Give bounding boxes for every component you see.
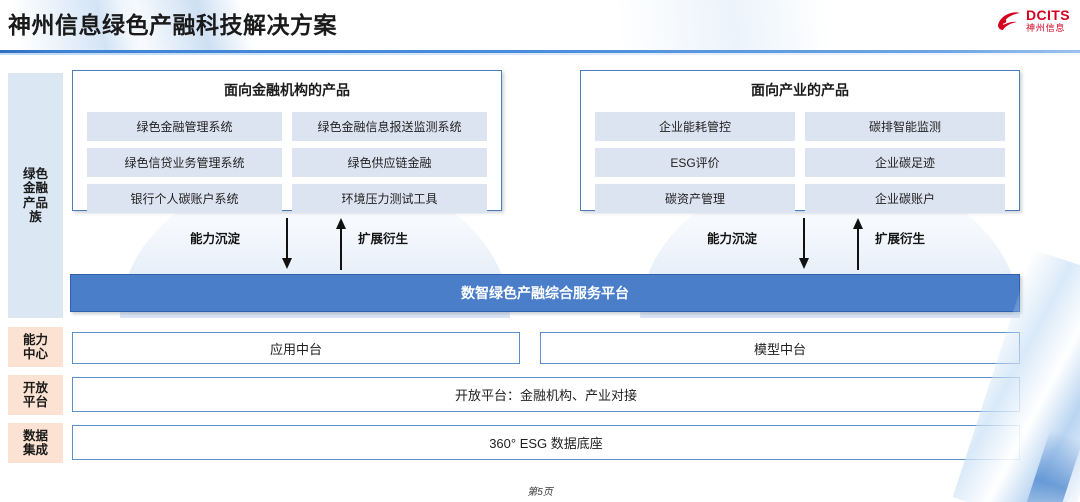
- model-middle-platform-box[interactable]: 模型中台: [540, 332, 1020, 364]
- row-label: 开放平台：金融机构、产业对接: [454, 388, 637, 403]
- sidebar-item-open-platform[interactable]: 开放 平台: [8, 375, 63, 415]
- panel-industry-products: 面向产业的产品 企业能耗管控 碳排智能监测 ESG评价 企业碳足迹 碳资产管理 …: [580, 70, 1020, 213]
- product-chip[interactable]: 环境压力测试工具: [292, 184, 487, 213]
- product-chip[interactable]: 企业能耗管控: [595, 112, 795, 141]
- sidebar-label-text: 能力 中心: [22, 332, 48, 361]
- swoosh-icon: [998, 11, 1020, 30]
- data-integration-box[interactable]: 360° ESG 数据底座: [72, 425, 1020, 460]
- product-chip[interactable]: 绿色供应链金融: [292, 148, 487, 177]
- row-label: 360° ESG 数据底座: [489, 436, 603, 451]
- application-middle-platform-box[interactable]: 应用中台: [72, 332, 520, 364]
- arrow-group-left: 能力沉淀 扩展衍生: [180, 218, 410, 270]
- panel-chip-grid: 企业能耗管控 碳排智能监测 ESG评价 企业碳足迹 碳资产管理 企业碳账户: [581, 100, 1019, 225]
- product-chip[interactable]: ESG评价: [595, 148, 795, 177]
- sidebar-item-data-integration[interactable]: 数据 集成: [8, 423, 63, 463]
- sidebar-item-capability-center[interactable]: 能力 中心: [8, 327, 63, 367]
- open-platform-box[interactable]: 开放平台：金融机构、产业对接: [72, 377, 1020, 412]
- header-band: [0, 0, 1080, 52]
- arrow-label-capability-precipitation: 能力沉淀: [190, 232, 241, 246]
- product-chip[interactable]: 企业碳足迹: [805, 148, 1005, 177]
- arrow-label-expansion-derivation: 扩展衍生: [875, 232, 926, 246]
- logo-text-cn: 神州信息: [1026, 23, 1066, 33]
- product-chip[interactable]: 企业碳账户: [805, 184, 1005, 213]
- arrow-up-icon: [336, 218, 346, 270]
- arrow-up-icon: [853, 218, 863, 270]
- sidebar-label-text: 数据 集成: [22, 428, 48, 457]
- page-title: 神州信息绿色产融科技解决方案: [8, 12, 337, 38]
- panel-title: 面向金融机构的产品: [224, 82, 350, 98]
- product-chip[interactable]: 绿色金融管理系统: [87, 112, 282, 141]
- arrow-label-expansion-derivation: 扩展衍生: [358, 232, 409, 246]
- header-swoosh-decor-3: [403, 0, 937, 52]
- product-chip[interactable]: 银行个人碳账户系统: [87, 184, 282, 213]
- dcits-logo: DCITS 神州信息: [996, 8, 1070, 33]
- logo-text-en: DCITS: [1026, 7, 1070, 23]
- product-chip[interactable]: 碳排智能监测: [805, 112, 1005, 141]
- platform-banner[interactable]: 数智绿色产融综合服务平台: [70, 274, 1020, 312]
- panel-financial-institution-products: 面向金融机构的产品 绿色金融管理系统 绿色金融信息报送监测系统 绿色信贷业务管理…: [72, 70, 502, 213]
- product-chip[interactable]: 绿色金融信息报送监测系统: [292, 112, 487, 141]
- row-label: 应用中台: [269, 341, 322, 357]
- page-number-footer: 第5页: [527, 487, 553, 498]
- row-label: 模型中台: [753, 341, 806, 357]
- platform-banner-label: 数智绿色产融综合服务平台: [461, 285, 629, 301]
- arrow-down-icon: [799, 218, 809, 269]
- logo-text: DCITS 神州信息: [1026, 8, 1070, 33]
- sidebar-item-green-finance-product-family[interactable]: 绿色 金融 产品 族: [8, 73, 63, 318]
- arrow-group-right: 能力沉淀 扩展衍生: [697, 218, 927, 270]
- panel-title: 面向产业的产品: [751, 82, 849, 98]
- product-chip[interactable]: 绿色信贷业务管理系统: [87, 148, 282, 177]
- arrow-label-capability-precipitation: 能力沉淀: [707, 232, 758, 246]
- product-chip[interactable]: 碳资产管理: [595, 184, 795, 213]
- sidebar-label-text: 绿色 金融 产品 族: [22, 166, 48, 224]
- panel-chip-grid: 绿色金融管理系统 绿色金融信息报送监测系统 绿色信贷业务管理系统 绿色供应链金融…: [73, 100, 501, 225]
- sidebar-label-text: 开放 平台: [22, 380, 48, 409]
- header-divider-rule-soft: [0, 53, 1080, 55]
- header-divider-rule: [0, 50, 1080, 53]
- arrow-down-icon: [282, 218, 292, 269]
